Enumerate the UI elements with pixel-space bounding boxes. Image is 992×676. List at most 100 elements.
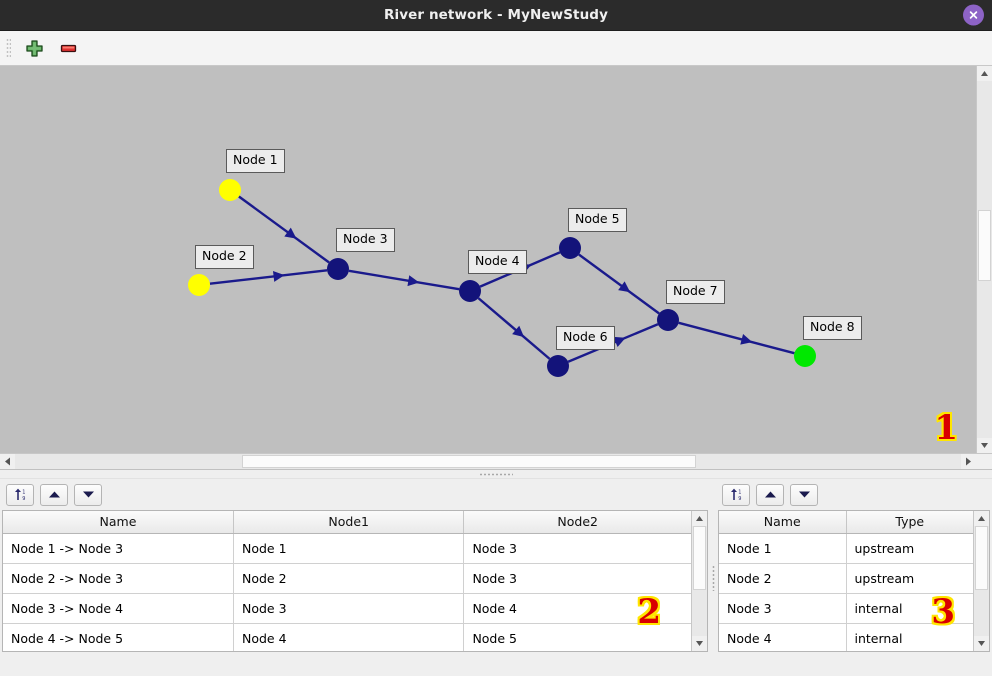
reaches-sort-button[interactable]: 1 9 xyxy=(6,483,34,506)
toolbar-grip[interactable] xyxy=(6,38,11,58)
graph-node-node-5[interactable] xyxy=(559,237,581,259)
graph-node-label-node-7[interactable]: Node 7 xyxy=(666,280,725,304)
table-cell[interactable]: Node 3 xyxy=(463,563,691,594)
nodes-vertical-scrollbar[interactable] xyxy=(973,511,989,651)
graph-node-node-1[interactable] xyxy=(219,179,241,201)
table-cell[interactable]: internal xyxy=(846,593,973,624)
table-cell[interactable]: upstream xyxy=(846,533,973,564)
network-diagram[interactable]: Node 1 Node 2 Node 3 Node 4 Node 5 Node 6 Node… xyxy=(0,66,976,453)
graph-node-label-node-3[interactable]: Node 3 xyxy=(336,228,395,252)
graph-node-label-node-5[interactable]: Node 5 xyxy=(568,208,627,232)
graph-node-label-node-2[interactable]: Node 2 xyxy=(195,245,254,269)
svg-text:9: 9 xyxy=(738,496,741,502)
table-cell[interactable]: upstream xyxy=(846,563,973,594)
scroll-right-icon[interactable] xyxy=(961,454,976,469)
table-cell[interactable]: Node 1 xyxy=(719,533,847,564)
vertical-splitter-grip xyxy=(711,564,715,591)
graph-node-label-node-6[interactable]: Node 6 xyxy=(556,326,615,350)
table-cell[interactable]: Node 2 xyxy=(719,563,847,594)
vertical-splitter[interactable] xyxy=(710,479,716,676)
graph-node-label-node-4[interactable]: Node 4 xyxy=(468,250,527,274)
table-cell[interactable]: Node 2 xyxy=(233,563,465,594)
column-header-name[interactable]: Name xyxy=(719,511,847,534)
add-node-button[interactable] xyxy=(21,35,47,61)
reaches-scroll-up-icon[interactable] xyxy=(692,511,707,526)
green-plus-icon xyxy=(25,39,43,57)
table-cell[interactable]: Node 3 xyxy=(719,593,847,624)
scroll-left-icon[interactable] xyxy=(0,454,15,469)
table-cell[interactable]: Node 2 -> Node 3 xyxy=(3,563,234,594)
graph-node-node-4[interactable] xyxy=(459,280,481,302)
edge-Node7-to-Node8[interactable] xyxy=(678,321,795,355)
reaches-vertical-scrollbar[interactable] xyxy=(691,511,707,651)
graph-node-label-node-1[interactable]: Node 1 xyxy=(226,149,285,173)
graph-node-node-8[interactable] xyxy=(794,345,816,367)
nodes-vscroll-track[interactable] xyxy=(974,526,989,636)
nodes-vscroll-thumb[interactable] xyxy=(975,526,988,590)
scroll-down-icon[interactable] xyxy=(977,438,992,453)
table-cell[interactable]: Node 4 xyxy=(233,623,465,651)
graph-node-label-node-8[interactable]: Node 8 xyxy=(803,316,862,340)
column-header-node2[interactable]: Node2 xyxy=(463,511,691,534)
reaches-scroll-down-icon[interactable] xyxy=(692,636,707,651)
graph-node-node-7[interactable] xyxy=(657,309,679,331)
table-cell[interactable]: Node 5 xyxy=(463,623,691,651)
nodes-move-up-button[interactable] xyxy=(756,483,784,506)
edge-arrow-icon xyxy=(613,336,626,348)
remove-node-button[interactable] xyxy=(55,35,81,61)
canvas-vscroll-thumb[interactable] xyxy=(978,209,991,281)
close-icon[interactable] xyxy=(963,4,984,26)
column-header-type[interactable]: Type xyxy=(846,511,973,534)
scroll-up-icon[interactable] xyxy=(977,66,992,81)
table-cell[interactable]: Node 4 xyxy=(719,623,847,651)
canvas-vscroll-track[interactable] xyxy=(977,81,992,438)
splitter-grip xyxy=(479,472,513,476)
reaches-vscroll-thumb[interactable] xyxy=(693,526,706,590)
reaches-vscroll-track[interactable] xyxy=(692,526,707,636)
graph-node-node-3[interactable] xyxy=(327,258,349,280)
canvas-vertical-scrollbar[interactable] xyxy=(976,66,992,453)
canvas-hscroll-thumb[interactable] xyxy=(242,455,697,468)
table-cell[interactable]: Node 3 -> Node 4 xyxy=(3,593,234,624)
graph-node-node-2[interactable] xyxy=(188,274,210,296)
canvas-horizontal-scrollbar[interactable] xyxy=(0,453,992,469)
column-header-node1[interactable]: Node1 xyxy=(233,511,465,534)
reaches-move-down-button[interactable] xyxy=(74,483,102,506)
canvas-hscroll-track[interactable] xyxy=(15,454,961,469)
nodes-move-down-button[interactable] xyxy=(790,483,818,506)
graph-node-node-6[interactable] xyxy=(547,355,569,377)
reaches-move-up-button[interactable] xyxy=(40,483,68,506)
table-cell[interactable]: Node 4 -> Node 5 xyxy=(3,623,234,651)
edge-Node4-to-Node6[interactable] xyxy=(477,297,551,360)
svg-text:1: 1 xyxy=(22,490,25,496)
nodes-scroll-down-icon[interactable] xyxy=(974,636,989,651)
table-cell[interactable]: Node 3 xyxy=(463,533,691,564)
nodes-sort-button[interactable]: 1 9 xyxy=(722,483,750,506)
edge-Node5-to-Node7[interactable] xyxy=(578,253,660,315)
column-header-name[interactable]: Name xyxy=(3,511,234,534)
table-cell[interactable]: Node 1 -> Node 3 xyxy=(3,533,234,564)
table-cell[interactable]: internal xyxy=(846,623,973,651)
horizontal-splitter[interactable] xyxy=(0,470,992,479)
edge-Node2-to-Node3[interactable] xyxy=(209,269,328,285)
edge-Node3-to-Node4[interactable] xyxy=(348,269,460,291)
edge-arrow-icon xyxy=(618,281,631,293)
table-cell[interactable]: Node 1 xyxy=(233,533,465,564)
table-cell[interactable]: Node 3 xyxy=(233,593,465,624)
nodes-scroll-up-icon[interactable] xyxy=(974,511,989,526)
table-cell[interactable]: Node 4 xyxy=(463,593,691,624)
edge-Node1-to-Node3[interactable] xyxy=(238,195,330,264)
